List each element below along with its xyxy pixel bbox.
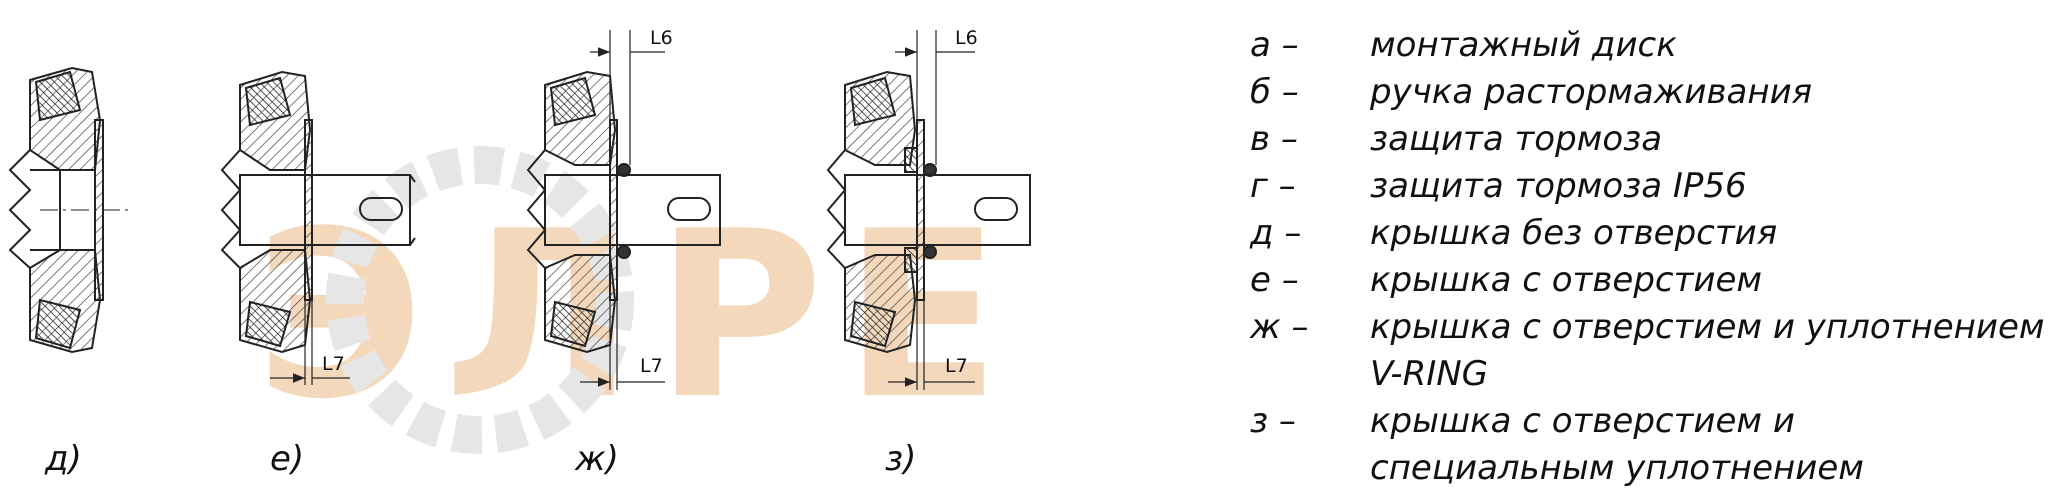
cover-variants-drawing: ЭЛРЕ д) L7 е) [8, 27, 1031, 479]
winding-top [34, 70, 82, 122]
legend: а – монтажный диск б – ручка растормажив… [1250, 22, 2050, 492]
legend-item: з – крышка с отверстием и специальным уп… [1250, 398, 2050, 492]
caption-e: е) [270, 439, 304, 479]
legend-key: а – [1250, 25, 1299, 65]
legend-key: в – [1250, 119, 1298, 159]
legend-text: крышка с отверстием и уплотнением V-RING [1370, 307, 2045, 394]
legend-key: ж – [1250, 307, 1309, 347]
figure-zh [526, 30, 721, 390]
figure-z [826, 30, 1031, 390]
winding-bottom [34, 298, 82, 350]
legend-key: г – [1250, 166, 1296, 206]
keyway [974, 197, 1018, 221]
legend-text: крышка с отверстием и специальным уплотн… [1370, 401, 1864, 488]
special-seal-top [904, 147, 918, 173]
legend-item: е – крышка с отверстием [1250, 257, 2050, 304]
cover-plate [304, 119, 313, 301]
legend-item: ж – крышка с отверстием и уплотнением V-… [1250, 304, 2050, 398]
legend-text: монтажный диск [1370, 25, 1677, 65]
legend-key: е – [1250, 260, 1299, 300]
caption-d: д) [44, 439, 82, 479]
shaft [239, 174, 411, 246]
legend-text: защита тормоза IP56 [1370, 166, 1747, 206]
shaft [544, 174, 721, 246]
vring-seal-bottom [617, 245, 631, 259]
shaft-profile [8, 149, 32, 269]
figure-e [220, 70, 416, 385]
legend-key: б – [1250, 72, 1299, 112]
dim-z-l7: L7 [945, 355, 968, 377]
special-seal-bottom [904, 247, 918, 273]
legend-item: д – крышка без отверстия [1250, 210, 2050, 257]
dim-zh-l7: L7 [640, 355, 663, 377]
legend-key: з – [1250, 401, 1296, 441]
legend-key: д – [1250, 213, 1302, 253]
cover-plate [609, 119, 618, 301]
legend-text: крышка без отверстия [1370, 213, 1778, 253]
figure-d [8, 66, 130, 354]
legend-item: в – защита тормоза [1250, 116, 2050, 163]
legend-text: защита тормоза [1370, 119, 1663, 159]
dim-e-l7: L7 [322, 353, 345, 375]
legend-text: крышка с отверстием [1370, 260, 1763, 300]
cover-plate [916, 119, 925, 301]
dim-zh-l6: L6 [650, 27, 673, 49]
legend-item: а – монтажный диск [1250, 22, 2050, 69]
caption-z: з) [885, 439, 916, 479]
legend-item: б – ручка растормаживания [1250, 69, 2050, 116]
keyway [359, 197, 403, 221]
shaft [844, 174, 1031, 246]
dim-z-l6: L6 [955, 27, 978, 49]
legend-text: ручка растормаживания [1370, 72, 1813, 112]
caption-zh: ж) [574, 439, 619, 479]
legend-item: г – защита тормоза IP56 [1250, 163, 2050, 210]
keyway [667, 197, 711, 221]
